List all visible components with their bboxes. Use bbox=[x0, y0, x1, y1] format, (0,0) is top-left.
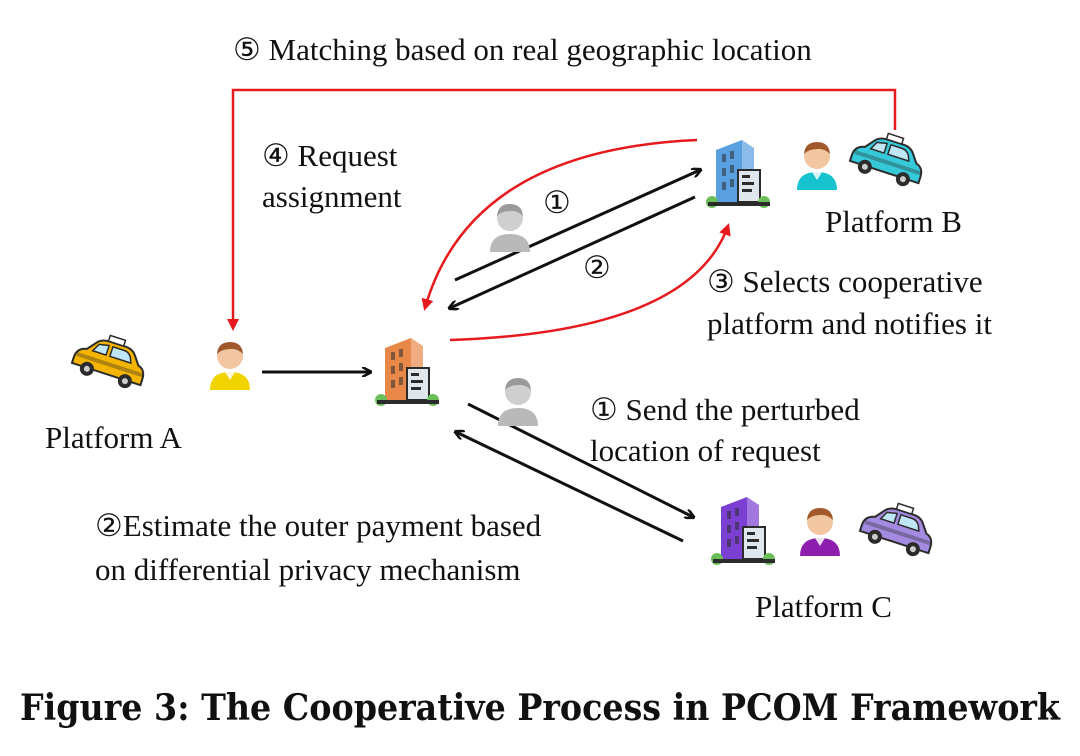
platform-a-label: Platform A bbox=[45, 420, 183, 455]
person-c-icon bbox=[800, 508, 840, 556]
person-a-icon bbox=[210, 342, 250, 390]
arrow-mark-2: ② bbox=[583, 250, 611, 285]
taxi-b-icon bbox=[846, 123, 932, 192]
anon-request-person-c-icon bbox=[498, 378, 538, 426]
step1-label-line1: ① Send the perturbed bbox=[590, 392, 860, 427]
arrow-mark-1: ① bbox=[543, 185, 571, 220]
person-b-icon bbox=[797, 142, 837, 190]
red-arrow-request-assignment bbox=[421, 138, 698, 311]
step5-label: ⑤ Matching based on real geographic loca… bbox=[233, 32, 812, 67]
arrow-b-to-a bbox=[450, 195, 696, 308]
arrow-c-to-a bbox=[456, 432, 684, 543]
red-arrow-select-cooperative bbox=[449, 223, 731, 342]
anon-request-person-b-icon bbox=[490, 204, 530, 252]
figure-caption: Figure 3: The Cooperative Process in PCO… bbox=[20, 687, 1061, 729]
platform-b-label: Platform B bbox=[825, 204, 962, 239]
step4-label-line1: ④ Request bbox=[262, 138, 398, 173]
platform-c-building-icon bbox=[710, 496, 776, 566]
platform-c-label: Platform C bbox=[755, 589, 892, 624]
red-arrow-real-location-matching bbox=[227, 88, 897, 331]
taxi-a-icon bbox=[68, 325, 154, 394]
step2-label-line2: on differential privacy mechanism bbox=[95, 552, 521, 587]
platform-b-building-icon bbox=[705, 139, 771, 209]
step4-label-line2: assignment bbox=[262, 179, 402, 214]
step1-label-line2: location of request bbox=[590, 433, 821, 468]
taxi-c-icon bbox=[856, 493, 942, 562]
platform-a-building-icon bbox=[374, 337, 440, 407]
arrow-a-to-b bbox=[454, 170, 700, 282]
step3-label-line2: platform and notifies it bbox=[707, 306, 992, 341]
step3-label-line1: ③ Selects cooperative bbox=[707, 264, 983, 299]
step2-label-line1: ②Estimate the outer payment based bbox=[95, 508, 542, 543]
